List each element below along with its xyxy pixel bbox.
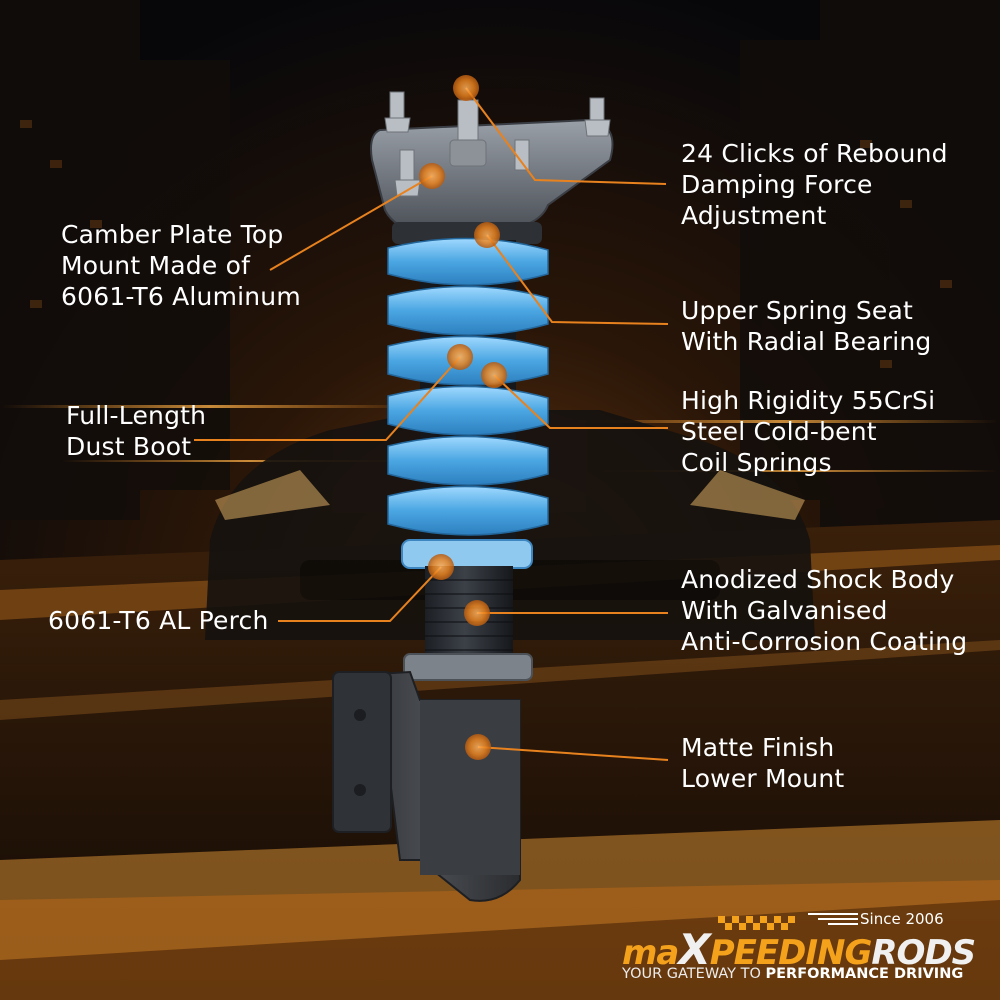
callout-line: Lower Mount (681, 764, 845, 793)
logo-x: X (678, 925, 710, 974)
brand-logo: maXPEEDINGRODS (622, 925, 976, 974)
tagline-prefix: YOUR GATEWAY TO (622, 966, 766, 982)
callout-shock-body: Anodized Shock Body With Galvanised Anti… (681, 564, 967, 657)
callout-line: 24 Clicks of Rebound (681, 139, 948, 168)
callout-camber: Camber Plate Top Mount Made of 6061-T6 A… (61, 219, 301, 312)
tagline-bold: PERFORMANCE DRIVING (765, 966, 964, 982)
callout-dots (419, 75, 507, 760)
logo-ma: ma (622, 933, 679, 973)
callout-line: Adjustment (681, 201, 827, 230)
callout-line: Dust Boot (66, 432, 192, 461)
callout-line: Full-Length (66, 401, 207, 430)
brand-tagline: YOUR GATEWAY TO PERFORMANCE DRIVING (622, 966, 963, 982)
logo-peeding: PEEDING (709, 933, 873, 973)
callout-line: With Radial Bearing (681, 327, 932, 356)
callout-line: 6061-T6 AL Perch (48, 606, 269, 635)
brand-since: Since 2006 (860, 910, 944, 928)
callout-line: Upper Spring Seat (681, 296, 914, 325)
checkered-flag-decoration (718, 913, 858, 930)
callout-line: Anti-Corrosion Coating (681, 627, 968, 656)
callout-line: Steel Cold-bent (681, 417, 877, 446)
callout-line: 6061-T6 Aluminum (61, 282, 301, 311)
callout-dust-boot: Full-Length Dust Boot (66, 400, 206, 462)
callout-line: Mount Made of (61, 251, 251, 280)
callout-lower-mount: Matte Finish Lower Mount (681, 732, 844, 794)
callout-line: High Rigidity 55CrSi (681, 386, 936, 415)
callout-springs: High Rigidity 55CrSi Steel Cold-bent Coi… (681, 385, 935, 478)
callout-line: Damping Force (681, 170, 873, 199)
callout-rebound: 24 Clicks of Rebound Damping Force Adjus… (681, 138, 948, 231)
callout-perch: 6061-T6 AL Perch (48, 605, 269, 636)
callout-line: With Galvanised (681, 596, 888, 625)
callout-line: Matte Finish (681, 733, 835, 762)
callout-line: Camber Plate Top (61, 220, 284, 249)
callout-spring-seat: Upper Spring Seat With Radial Bearing (681, 295, 931, 357)
callout-line: Coil Springs (681, 448, 832, 477)
callout-line: Anodized Shock Body (681, 565, 955, 594)
logo-rods: RODS (871, 933, 976, 973)
